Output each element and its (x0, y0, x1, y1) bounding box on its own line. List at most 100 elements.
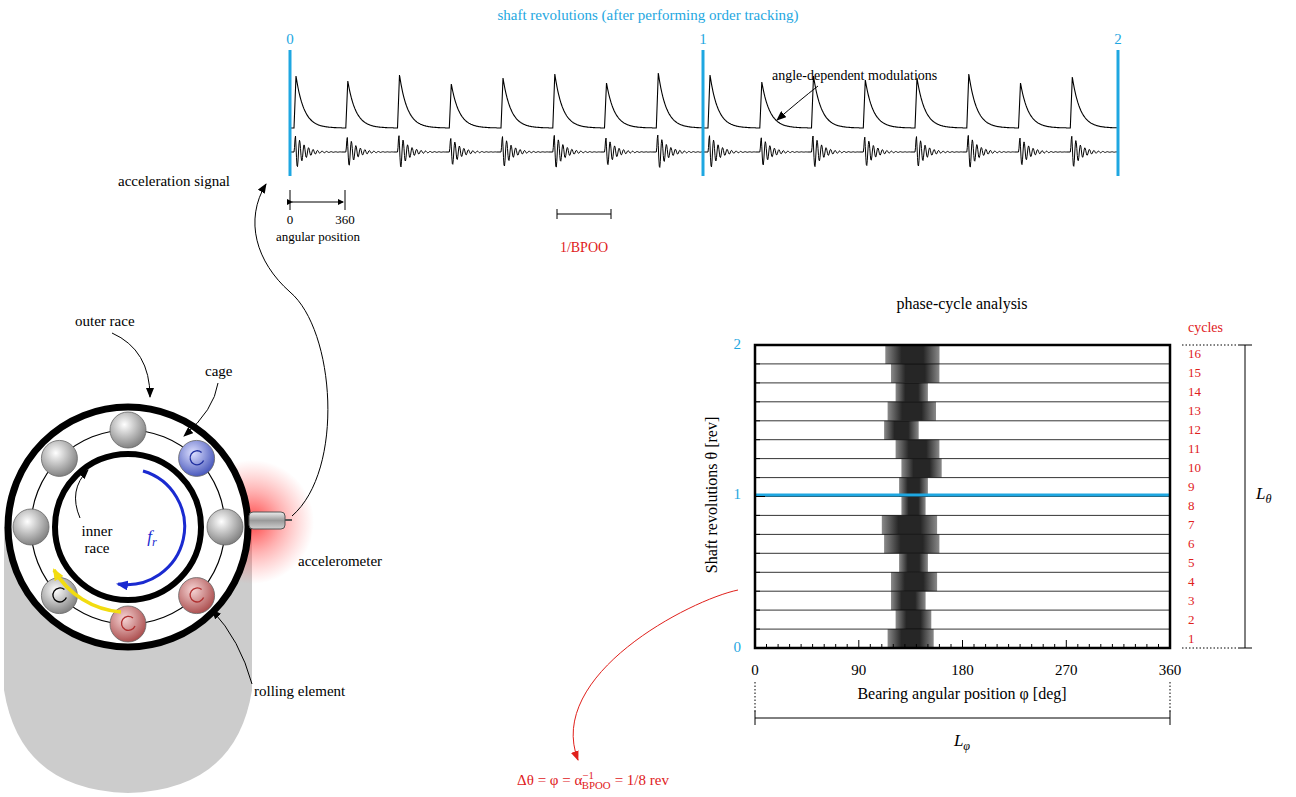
axis-tick (755, 401, 760, 402)
label: phase-cycle analysis (896, 295, 1027, 313)
label: 9 (1188, 480, 1195, 495)
callout-arrow (573, 590, 738, 760)
label: L (1256, 484, 1265, 503)
phase-band (891, 364, 939, 383)
cycle-divider (755, 363, 1170, 364)
axis-tick (881, 644, 882, 648)
phase-band (884, 421, 919, 440)
axis-tick (858, 640, 859, 648)
cycle-divider (755, 591, 1170, 592)
dimension-tick (345, 190, 346, 210)
phase-band (882, 515, 937, 534)
phase-band (901, 497, 925, 516)
label: 15 (1188, 366, 1201, 381)
cycle-divider (755, 439, 1170, 440)
label: BPOO (582, 779, 611, 791)
symbol-label: Lθ (1256, 484, 1271, 506)
label: 16 (1188, 347, 1201, 362)
label: 7 (1188, 517, 1195, 532)
label: 0 (734, 639, 742, 656)
axis-tick (1146, 644, 1147, 648)
rolling-elements (13, 412, 243, 642)
dimension-line (755, 718, 1170, 719)
label: accelerometer (298, 553, 382, 570)
axis-tick (1077, 644, 1078, 648)
phase-bands (755, 345, 1170, 648)
label: 5 (1188, 555, 1195, 570)
revolution-marker (1117, 50, 1120, 176)
label: 0 (287, 213, 294, 228)
accelerometer (249, 512, 285, 529)
axis-tick (985, 644, 986, 648)
axis-tick (997, 644, 998, 648)
label: 11 (1188, 442, 1201, 457)
axis-tick (755, 420, 760, 421)
label: 360 (1159, 662, 1182, 679)
dimension-tick (290, 190, 291, 210)
bearing-illustration (4, 184, 328, 793)
label: cage (205, 363, 232, 380)
rolling-element (179, 440, 215, 476)
axis-tick (1112, 644, 1113, 648)
axis-tick (755, 458, 760, 459)
dimension-line (557, 214, 611, 215)
label: Shaft revolutions θ [rev] (703, 417, 721, 574)
rolling-element (41, 578, 77, 614)
axis-tick (755, 363, 760, 364)
axis-tick (1020, 644, 1021, 648)
spin-arrow (122, 616, 135, 630)
label: L (954, 731, 963, 750)
revolution-marker (702, 50, 705, 176)
label: 270 (1055, 662, 1078, 679)
axis-tick (870, 644, 871, 648)
accelerometer-cable (285, 519, 292, 521)
label: 1/BPOO (560, 240, 608, 256)
axis-tick (951, 644, 952, 648)
axis-tick (812, 644, 813, 648)
dimension-tick (557, 209, 558, 219)
label: r (152, 535, 157, 549)
inner-race (55, 454, 201, 600)
axis-tick (1135, 644, 1136, 648)
cycle-divider (755, 382, 1170, 383)
label: outer race (75, 313, 135, 330)
axis-tick (1158, 644, 1159, 648)
cycle-divider (755, 401, 1170, 402)
axis-tick (1008, 644, 1009, 648)
axis-tick (766, 644, 767, 648)
label: angle-dependent modulations (772, 68, 937, 84)
axis-tick (893, 644, 894, 648)
cycle-divider (755, 572, 1170, 573)
label: 0 (286, 31, 294, 48)
axis-tick (974, 644, 975, 648)
axis-tick (755, 439, 760, 440)
label: rolling element (254, 683, 345, 700)
spin-arrow (53, 588, 66, 602)
label: Δθ = φ = α (517, 772, 582, 788)
axis-tick (755, 496, 765, 497)
cycle-divider (755, 629, 1170, 630)
axis-tick (1123, 644, 1124, 648)
label: 3 (1188, 593, 1195, 608)
label: 2 (1188, 612, 1195, 627)
axis-tick (847, 644, 848, 648)
phase-band (888, 402, 936, 421)
cycle-divider (755, 458, 1170, 459)
leader-line (184, 383, 218, 436)
spin-arrow (190, 588, 203, 602)
leader-line (76, 470, 89, 518)
phase-band (891, 572, 937, 591)
label: 360 (335, 213, 355, 228)
axis-tick (1089, 644, 1090, 648)
label: 1 (734, 486, 742, 503)
rolling-element (13, 509, 49, 545)
label: 6 (1188, 536, 1195, 551)
axis-tick (778, 644, 779, 648)
label: φ (963, 739, 970, 753)
dimension-tick (1238, 345, 1252, 346)
label: 0 (751, 662, 759, 679)
axis-tick (1066, 640, 1067, 648)
cycle-divider (755, 553, 1170, 554)
label: 2 (734, 336, 742, 353)
label: = 1/8 rev (615, 772, 669, 788)
